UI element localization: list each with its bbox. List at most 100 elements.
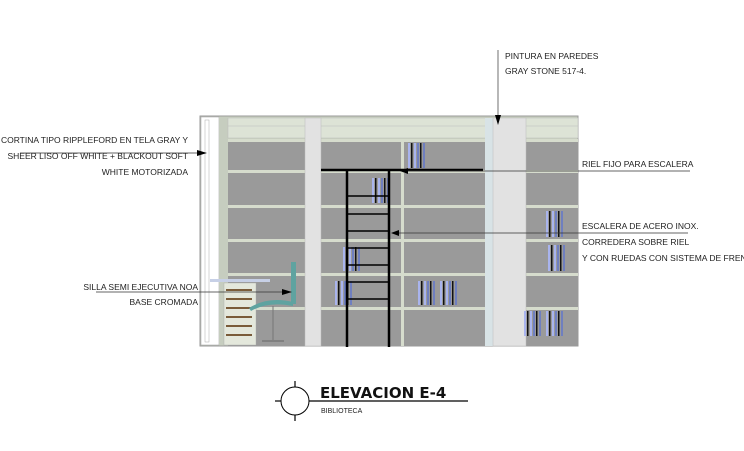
label-chair-1: SILLA SEMI EJECUTIVA NOA: [83, 282, 198, 292]
book: [551, 245, 553, 271]
book: [424, 281, 426, 305]
book: [423, 143, 425, 168]
book: [372, 178, 374, 203]
book: [418, 281, 420, 305]
shelf-compartment: [526, 276, 578, 307]
book: [452, 281, 454, 305]
book: [446, 281, 448, 305]
book: [555, 311, 557, 336]
ladder: [321, 168, 483, 347]
drawing-subtitle: BIBLIOTECA: [321, 408, 363, 415]
book: [561, 211, 563, 237]
shelf-board: [228, 307, 305, 310]
book: [355, 247, 357, 271]
book: [427, 281, 429, 305]
book: [408, 143, 410, 168]
shelf-board: [526, 307, 578, 310]
book: [411, 143, 413, 168]
pillar-left: [304, 117, 322, 347]
book: [555, 211, 557, 237]
shelf-board: [228, 205, 305, 208]
leader-lines: [20, 50, 690, 293]
book: [560, 245, 562, 271]
label-ladder-3: Y CON RUEDAS CON SISTEMA DE FRENOS: [582, 253, 744, 263]
book: [530, 311, 532, 336]
book: [344, 281, 346, 305]
book: [558, 211, 560, 237]
shelf-board: [526, 273, 578, 276]
book: [449, 281, 451, 305]
pillar-strip: [485, 118, 493, 346]
book: [341, 281, 343, 305]
book: [554, 245, 556, 271]
shelf-board: [228, 239, 305, 242]
label-wall-paint-1: PINTURA EN PAREDES: [505, 51, 599, 61]
shelf-board: [526, 205, 578, 208]
book: [549, 311, 551, 336]
shelf-board: [526, 170, 578, 173]
book: [455, 281, 457, 305]
drawing-title: ELEVACION E-4: [320, 384, 446, 402]
label-chair-2: BASE CROMADA: [130, 297, 199, 307]
book: [381, 178, 383, 203]
label-curtain-2: SHEER LISO OFF WHITE + BLACKOUT SOFT: [8, 151, 189, 161]
book: [420, 143, 422, 168]
book: [421, 281, 423, 305]
book: [558, 311, 560, 336]
shelf-board: [228, 170, 305, 173]
book: [533, 311, 535, 336]
book: [552, 211, 554, 237]
shelf-compartment: [526, 173, 578, 205]
book: [552, 311, 554, 336]
book: [338, 281, 340, 305]
label-wall-paint-2: GRAY STONE 517-4.: [505, 66, 586, 76]
book: [546, 211, 548, 237]
book: [433, 281, 435, 305]
shelf-board: [526, 139, 578, 142]
label-ladder-2: CORREDERA SOBRE RIEL: [582, 237, 689, 247]
book: [417, 143, 419, 168]
label-rail: RIEL FIJO PARA ESCALERA: [582, 159, 694, 169]
book: [536, 311, 538, 336]
book: [352, 247, 354, 271]
book: [414, 143, 416, 168]
book: [563, 245, 565, 271]
book: [549, 211, 551, 237]
label-curtain-1: CORTINA TIPO RIPPLEFORD EN TELA GRAY Y: [1, 135, 188, 145]
book: [546, 311, 548, 336]
book: [561, 311, 563, 336]
label-curtain-3: WHITE MOTORIZADA: [102, 167, 189, 177]
book: [350, 281, 352, 305]
shelf-compartment: [228, 208, 305, 239]
book: [335, 281, 337, 305]
book: [430, 281, 432, 305]
pillar-right: [492, 117, 527, 347]
shelf-compartment: [228, 173, 305, 205]
shelf-board: [228, 139, 305, 142]
books: [335, 143, 565, 336]
shelf-board: [228, 273, 305, 276]
arrowheads: [197, 115, 501, 295]
book: [527, 311, 529, 336]
book: [443, 281, 445, 305]
desk: [210, 279, 270, 346]
label-ladder-1: ESCALERA DE ACERO INOX.: [582, 221, 699, 231]
book: [539, 311, 541, 336]
book: [557, 245, 559, 271]
curtain: [200, 116, 228, 346]
shelf-compartment: [228, 142, 305, 170]
book: [358, 247, 360, 271]
book: [440, 281, 442, 305]
book: [548, 245, 550, 271]
shelf-board: [526, 239, 578, 242]
bay-divider: [401, 139, 404, 346]
book: [524, 311, 526, 336]
book: [378, 178, 380, 203]
book: [384, 178, 386, 203]
book: [375, 178, 377, 203]
shelf-compartment: [526, 142, 578, 170]
book: [349, 247, 351, 271]
chair: [249, 262, 296, 342]
section-marker-icon: [275, 381, 310, 421]
